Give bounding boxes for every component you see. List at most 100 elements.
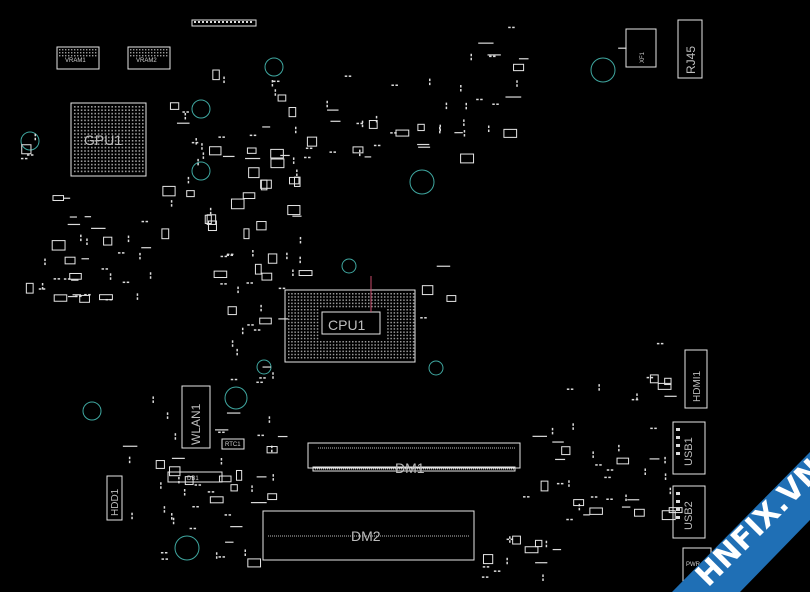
ball: [307, 357, 309, 359]
hdmi-connector[interactable]: HDMI1: [684, 349, 708, 409]
smd-pad: [244, 549, 247, 552]
vram1-chip[interactable]: VRAM1: [56, 46, 100, 70]
ball: [300, 315, 303, 317]
trace-segment: [330, 120, 341, 122]
ball: [342, 344, 344, 346]
ball: [342, 357, 344, 359]
smd-pad: [664, 460, 666, 464]
ball: [400, 328, 402, 330]
ball: [74, 116, 76, 118]
ball: [384, 350, 386, 353]
ball: [390, 331, 392, 333]
ball: [332, 357, 335, 359]
smd-pad: [326, 100, 328, 104]
ball: [403, 312, 405, 314]
ball: [345, 344, 348, 346]
ball: [403, 315, 405, 317]
ball: [294, 302, 296, 305]
ball: [380, 357, 383, 359]
ball: [128, 160, 130, 162]
dimm-slot-2[interactable]: DM2: [262, 510, 475, 561]
ball: [387, 344, 389, 346]
ball: [135, 140, 137, 142]
smd-pad: [241, 331, 244, 335]
ball: [91, 109, 93, 111]
ball: [125, 167, 127, 169]
component-outline: [64, 256, 76, 265]
smd-pad: [253, 134, 257, 137]
ball: [163, 52, 165, 54]
usb2-connector[interactable]: USB2: [672, 485, 706, 539]
ball: [326, 347, 328, 349]
ball: [355, 347, 357, 349]
ball: [393, 315, 396, 317]
smd-pad: [182, 111, 185, 113]
wlan-connector[interactable]: WLAN1: [181, 385, 211, 449]
top-connector-strip[interactable]: [191, 19, 257, 27]
ball: [358, 302, 360, 305]
ball: [329, 353, 332, 356]
ball: [307, 353, 309, 356]
smd-pad: [253, 329, 257, 331]
ball: [131, 112, 134, 115]
usb1-connector[interactable]: USB1: [672, 421, 706, 475]
dimm-slot-1[interactable]: DM1: [307, 442, 521, 476]
ball: [358, 293, 360, 295]
ball: [118, 153, 120, 156]
ball: [355, 293, 357, 295]
ball: [336, 302, 338, 305]
smd-pad: [136, 293, 139, 296]
ball: [135, 126, 137, 128]
ball: [377, 357, 380, 359]
ball: [128, 136, 130, 139]
rj45-connector[interactable]: RJ45: [677, 19, 703, 79]
ball: [125, 106, 127, 108]
vram2-chip[interactable]: VRAM2: [127, 46, 171, 70]
ball: [304, 293, 306, 295]
ball: [91, 143, 93, 145]
trace-segment: [327, 109, 339, 111]
ball: [138, 133, 141, 135]
ball: [316, 318, 319, 321]
smd-pad: [527, 496, 530, 498]
ball: [412, 305, 415, 308]
ball: [91, 157, 93, 159]
hdd-connector[interactable]: HDD1: [106, 475, 123, 521]
ball: [294, 350, 296, 353]
ball: [121, 126, 124, 128]
component-outline: [254, 263, 262, 275]
ball: [348, 347, 351, 349]
ball: [371, 302, 373, 305]
ball: [412, 318, 415, 321]
gpu-chip[interactable]: GPU1: [70, 102, 147, 177]
ball: [118, 129, 120, 132]
ball: [118, 116, 120, 118]
smd-pad: [272, 478, 275, 481]
ball: [393, 331, 396, 333]
usb2-pins: [676, 492, 680, 519]
smd-pad: [542, 578, 544, 581]
ball: [288, 312, 290, 314]
cpu-chip[interactable]: CPU1: [284, 276, 416, 363]
ball: [358, 305, 360, 308]
ball: [371, 293, 373, 295]
rtc-component[interactable]: RTC1: [221, 438, 245, 450]
trace-segment: [552, 548, 562, 551]
smd-pad: [183, 489, 186, 492]
smd-pad: [189, 527, 193, 530]
trace-segment: [250, 502, 267, 504]
ball: [396, 344, 399, 346]
smd-pad: [44, 262, 46, 266]
ball: [390, 344, 392, 346]
ball: [412, 315, 415, 317]
ball: [307, 331, 309, 333]
ball: [371, 344, 373, 346]
ball: [288, 305, 290, 308]
ball: [393, 328, 396, 330]
ball: [297, 305, 300, 308]
ball: [80, 109, 83, 111]
ball: [111, 136, 113, 139]
smd-pad: [333, 151, 336, 153]
ball: [101, 143, 103, 145]
